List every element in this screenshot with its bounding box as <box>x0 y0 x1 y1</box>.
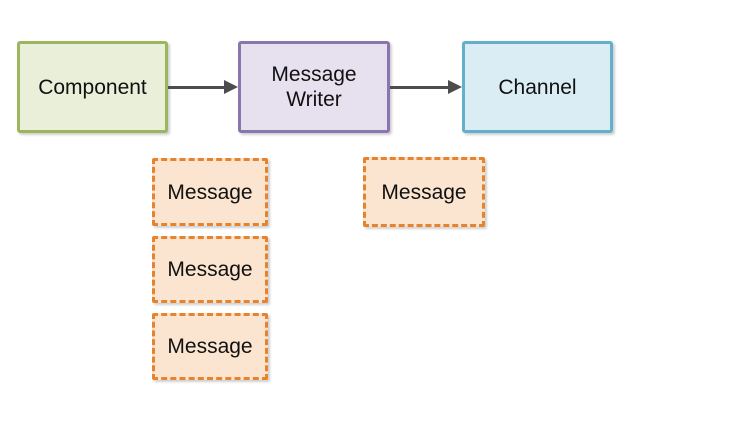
arrow-message-writer-to-channel <box>390 80 462 94</box>
message-box-label: Message <box>167 335 253 358</box>
message-box-label: Message <box>381 180 467 204</box>
message-box: Message <box>152 313 268 380</box>
arrowhead-right-icon <box>448 80 462 94</box>
arrow-component-to-message-writer <box>168 80 238 94</box>
message-box-label: Message <box>167 180 253 204</box>
node-channel-label: Channel <box>498 75 577 99</box>
arrow-line <box>168 85 224 89</box>
node-component: Component <box>17 41 168 133</box>
node-message-writer-label: Message Writer <box>271 63 357 111</box>
message-box: Message <box>152 158 268 226</box>
node-message-writer: Message Writer <box>238 41 390 133</box>
message-box: Message <box>363 157 485 227</box>
node-component-label: Component <box>38 75 147 99</box>
node-channel: Channel <box>462 41 613 133</box>
arrowhead-right-icon <box>224 80 238 94</box>
message-box-label: Message <box>167 258 253 281</box>
message-box: Message <box>152 236 268 303</box>
arrow-line <box>390 85 448 89</box>
